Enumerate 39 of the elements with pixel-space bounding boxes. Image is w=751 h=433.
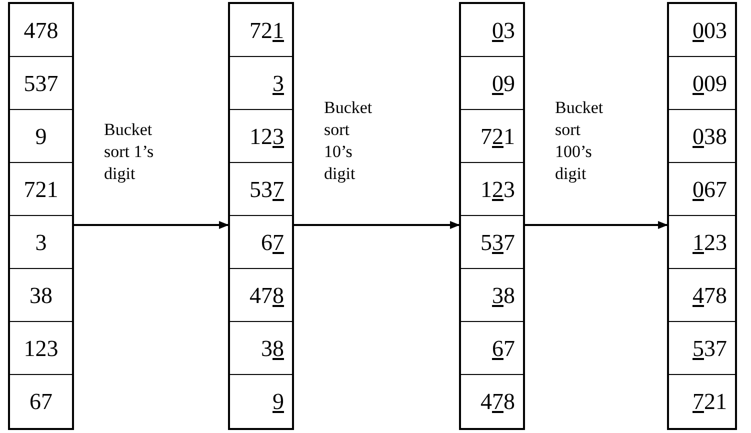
number: 123 — [22, 336, 60, 360]
number: 38 — [491, 284, 516, 306]
number: 67 — [491, 336, 516, 360]
number: 38 — [28, 284, 54, 306]
number: 537 — [692, 336, 728, 360]
number: 537 — [22, 72, 60, 94]
number: 03 — [491, 18, 516, 42]
number: 38 — [260, 336, 285, 360]
number: 67 — [260, 230, 285, 254]
number: 537 — [480, 230, 516, 254]
arrow — [525, 221, 668, 229]
number: 003 — [692, 18, 728, 42]
bucket-column — [228, 2, 294, 430]
number: 721 — [22, 178, 60, 200]
arrow — [74, 221, 229, 229]
number: 721 — [248, 18, 285, 42]
number: 123 — [248, 124, 285, 148]
bucket-column — [459, 2, 525, 430]
number: 038 — [692, 124, 728, 148]
number: 478 — [22, 18, 60, 42]
number: 67 — [28, 390, 54, 413]
number: 721 — [480, 124, 516, 148]
number: 067 — [692, 178, 728, 200]
number: 9 — [34, 124, 48, 148]
number: 9 — [272, 390, 285, 413]
number: 537 — [248, 178, 285, 200]
arrow — [294, 221, 460, 229]
number: 721 — [692, 390, 728, 413]
number: 123 — [480, 178, 516, 200]
number: 009 — [692, 72, 728, 94]
number: 478 — [480, 390, 516, 413]
number: 123 — [692, 230, 728, 254]
number: 3 — [272, 72, 285, 94]
bucket-column — [8, 2, 74, 430]
number: 3 — [34, 230, 48, 254]
number: 478 — [248, 284, 285, 306]
number: 478 — [692, 284, 728, 306]
number: 09 — [491, 72, 516, 94]
bucket-column — [667, 2, 737, 430]
